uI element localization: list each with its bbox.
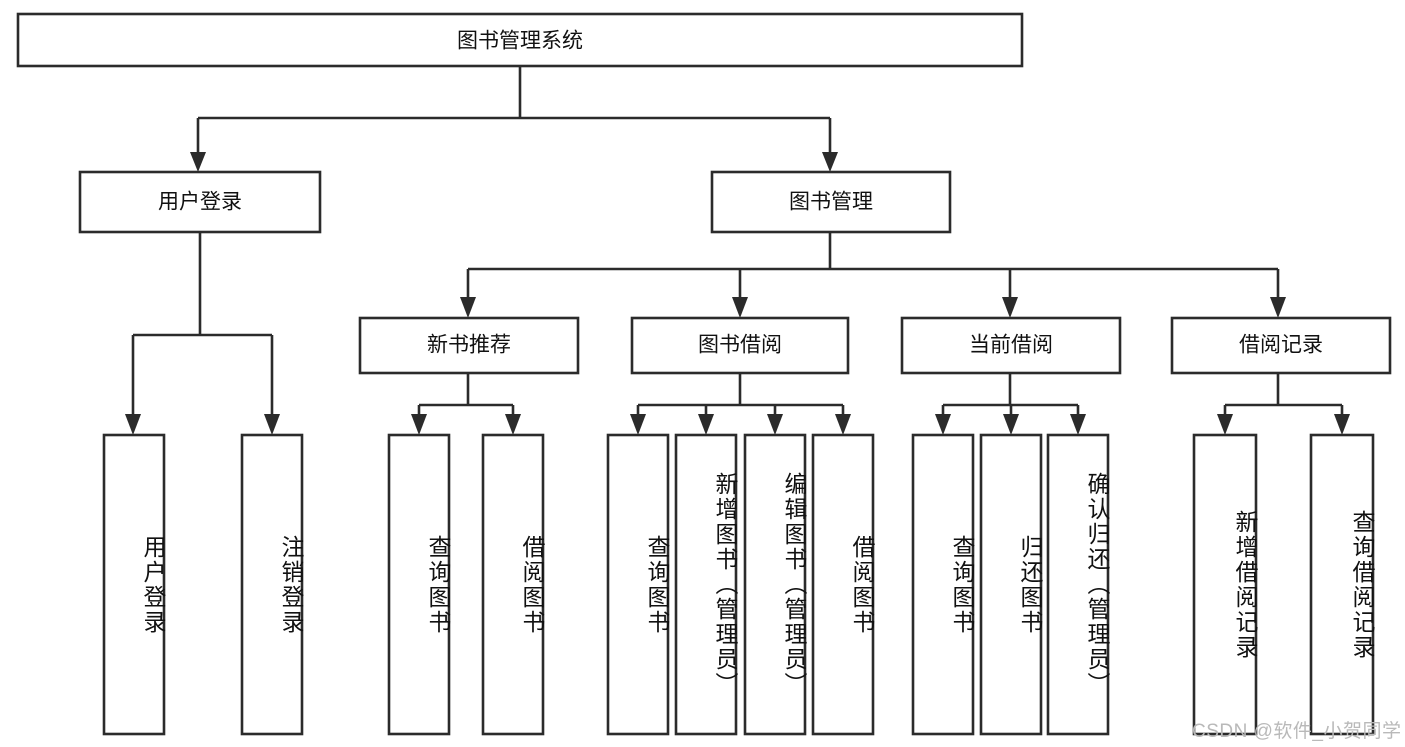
node-leaf-borrow-book-2-box[interactable] xyxy=(811,433,875,736)
arrow-head-leaf-edit-book xyxy=(767,414,783,435)
node-leaf-query-record-box[interactable] xyxy=(1309,433,1375,736)
arrow-head-book-manage xyxy=(822,152,838,172)
arrow-head-leaf-logout-login xyxy=(264,414,280,435)
arrow-head-borrow-record xyxy=(1270,297,1286,318)
node-root-label: 图书管理系统 xyxy=(457,30,583,53)
node-leaf-query-book-2-box[interactable] xyxy=(606,433,670,736)
connector-group-current-borrow xyxy=(935,373,1086,435)
arrow-head-leaf-query-book-2 xyxy=(630,414,646,435)
node-leaf-add-record-box[interactable] xyxy=(1192,433,1258,736)
node-current-borrow-box[interactable] xyxy=(900,316,1122,375)
arrow-head-leaf-add-book xyxy=(698,414,714,435)
node-book-manage-box[interactable] xyxy=(710,170,952,234)
arrow-head-book-borrow xyxy=(732,297,748,318)
node-book-borrow[interactable]: 图书借阅 xyxy=(630,316,850,375)
leaf-boxes-group xyxy=(102,433,1375,736)
node-book-borrow-box[interactable] xyxy=(630,316,850,375)
node-leaf-logout-login-box[interactable] xyxy=(240,433,304,736)
node-borrow-record-label: 借阅记录 xyxy=(1239,334,1323,357)
arrow-head-leaf-query-book-1 xyxy=(411,414,427,435)
node-leaf-query-book-3-box[interactable] xyxy=(911,433,975,736)
node-leaf-user-login-box[interactable] xyxy=(102,433,166,736)
node-leaf-borrow-book-1-box[interactable] xyxy=(481,433,545,736)
node-root-box[interactable] xyxy=(16,12,1024,68)
node-book-manage-label: 图书管理 xyxy=(789,191,873,214)
node-current-borrow[interactable]: 当前借阅 xyxy=(900,316,1122,375)
node-book-manage[interactable]: 图书管理 xyxy=(710,170,952,234)
arrow-head-leaf-add-record xyxy=(1217,414,1233,435)
node-leaf-query-book-1-box[interactable] xyxy=(387,433,451,736)
arrow-head-leaf-return-book xyxy=(1003,414,1019,435)
node-user-login-box[interactable] xyxy=(78,170,322,234)
connector-group-user-login xyxy=(125,232,280,435)
node-user-login[interactable]: 用户登录 xyxy=(78,170,322,234)
arrow-head-leaf-borrow-book-1 xyxy=(505,414,521,435)
node-root[interactable]: 图书管理系统 xyxy=(16,12,1024,68)
arrow-head-leaf-user-login xyxy=(125,414,141,435)
connector-group-book-borrow xyxy=(630,373,851,435)
arrow-head-user-login xyxy=(190,152,206,172)
node-new-book-recommend[interactable]: 新书推荐 xyxy=(358,316,580,375)
node-new-book-recommend-box[interactable] xyxy=(358,316,580,375)
arrow-head-leaf-borrow-book-2 xyxy=(835,414,851,435)
node-borrow-record[interactable]: 借阅记录 xyxy=(1170,316,1392,375)
node-book-borrow-label: 图书借阅 xyxy=(698,334,782,357)
arrow-head-new-book-recommend xyxy=(460,297,476,318)
node-user-login-label: 用户登录 xyxy=(158,191,242,214)
csdn-watermark: CSDN @软件_小贺同学 xyxy=(1192,721,1402,742)
node-leaf-edit-book-box[interactable] xyxy=(743,433,807,736)
connector-group-book-manage xyxy=(460,232,1286,318)
node-leaf-return-book-box[interactable] xyxy=(979,433,1043,736)
node-leaf-confirm-return-box[interactable] xyxy=(1046,433,1110,736)
node-new-book-recommend-label: 新书推荐 xyxy=(427,334,511,357)
node-borrow-record-box[interactable] xyxy=(1170,316,1392,375)
connector-group-borrow-record xyxy=(1217,373,1350,435)
node-leaf-add-book-box[interactable] xyxy=(674,433,738,736)
arrow-head-current-borrow xyxy=(1002,297,1018,318)
arrow-head-leaf-query-book-3 xyxy=(935,414,951,435)
connector-group-root xyxy=(190,66,838,172)
connector-group-new-book-recommend xyxy=(411,373,521,435)
node-current-borrow-label: 当前借阅 xyxy=(969,334,1053,357)
arrow-head-leaf-query-record xyxy=(1334,414,1350,435)
arrow-head-leaf-confirm-return xyxy=(1070,414,1086,435)
